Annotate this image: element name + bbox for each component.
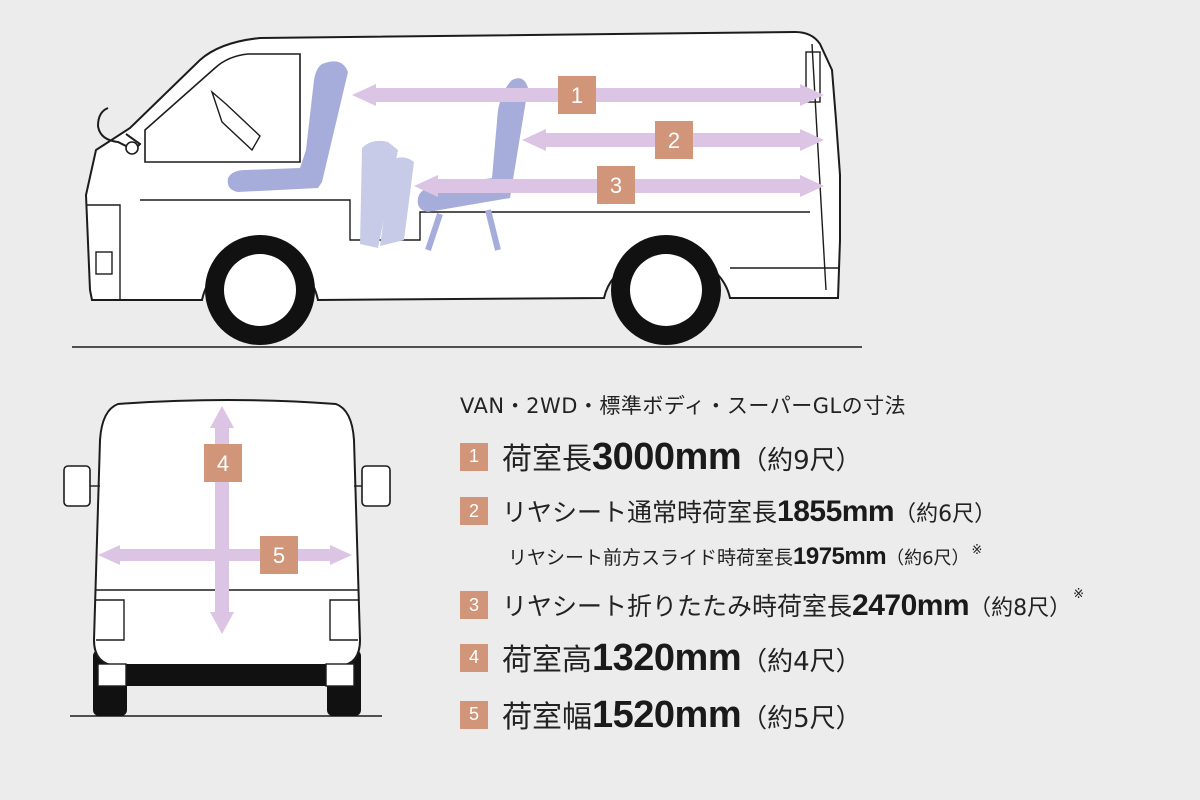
spec-row-1: 1 荷室長 3000mm （約9尺） [460,434,1180,479]
spec-badge-4: 4 [460,643,488,672]
van-side-body [84,30,841,302]
footnote-mark: ※ [1073,587,1085,602]
spec-label: 荷室幅 [502,700,592,735]
front-seat [227,61,348,193]
steering-wheel-icon [210,89,261,152]
spec-note: （約8尺） [969,596,1072,621]
marker-2: 2 [668,128,680,153]
spec-note: （約6尺） [894,502,997,527]
spec-label: 荷室高 [502,643,592,678]
spec-value: 3000mm [592,436,742,478]
spec-note: （約4尺） [741,647,862,677]
spec-row-2: 2 リヤシート通常時荷室長 1855mm （約6尺） [460,493,1180,529]
spec-note: （約9尺） [741,446,862,476]
spec-row-4: 4 荷室高 1320mm （約4尺） [460,635,1180,680]
rear-seat [417,78,528,212]
side-mirror-icon [96,107,142,152]
spec-value: 2470mm [852,589,970,622]
spec-badge-1: 1 [460,442,488,471]
marker-3: 3 [610,173,622,198]
spec-value: 1520mm [592,694,742,736]
marker-5: 5 [273,543,285,568]
spec-badge-2: 2 [460,497,488,525]
spec-label: リヤシート折りたたみ時荷室長 [502,592,853,621]
van-side-front-window [144,53,301,163]
spec-label: リヤシート前方スライド時荷室長 [508,547,794,569]
spec-row-3: 3 リヤシート折りたたみ時荷室長 2470mm （約8尺） ※ [460,587,1180,623]
spec-row-5: 5 荷室幅 1520mm （約5尺） [460,692,1180,737]
spec-note: （約5尺） [741,704,862,734]
spec-list: VAN・2WD・標準ボディ・スーパーGLの寸法 1 荷室長 3000mm （約9… [460,390,1180,737]
spec-badge-5: 5 [460,700,488,729]
rear-right-mirror [361,465,391,507]
spec-value: 1975mm [793,543,887,570]
marker-1-box [558,76,596,114]
marker-4: 4 [217,451,229,476]
marker-2-box [655,121,693,159]
rear-seat-folded [360,140,414,248]
spec-note: （約6尺） [886,548,970,569]
spec-row-2-sub: リヤシート前方スライド時荷室長 1975mm （約6尺） ※ [508,543,1180,571]
marker-1: 1 [571,83,583,108]
spec-badge-3: 3 [460,591,488,619]
spec-label: リヤシート通常時荷室長 [502,498,778,527]
marker-3-box [597,166,635,204]
spec-value: 1320mm [592,637,742,679]
footnote-mark: ※ [971,543,983,558]
spec-heading: VAN・2WD・標準ボディ・スーパーGLの寸法 [460,394,907,418]
marker-4-box [204,444,242,482]
rear-left-mirror [63,465,91,507]
marker-5-box [260,536,298,574]
spec-value: 1855mm [777,495,895,528]
spec-label: 荷室長 [502,442,592,477]
